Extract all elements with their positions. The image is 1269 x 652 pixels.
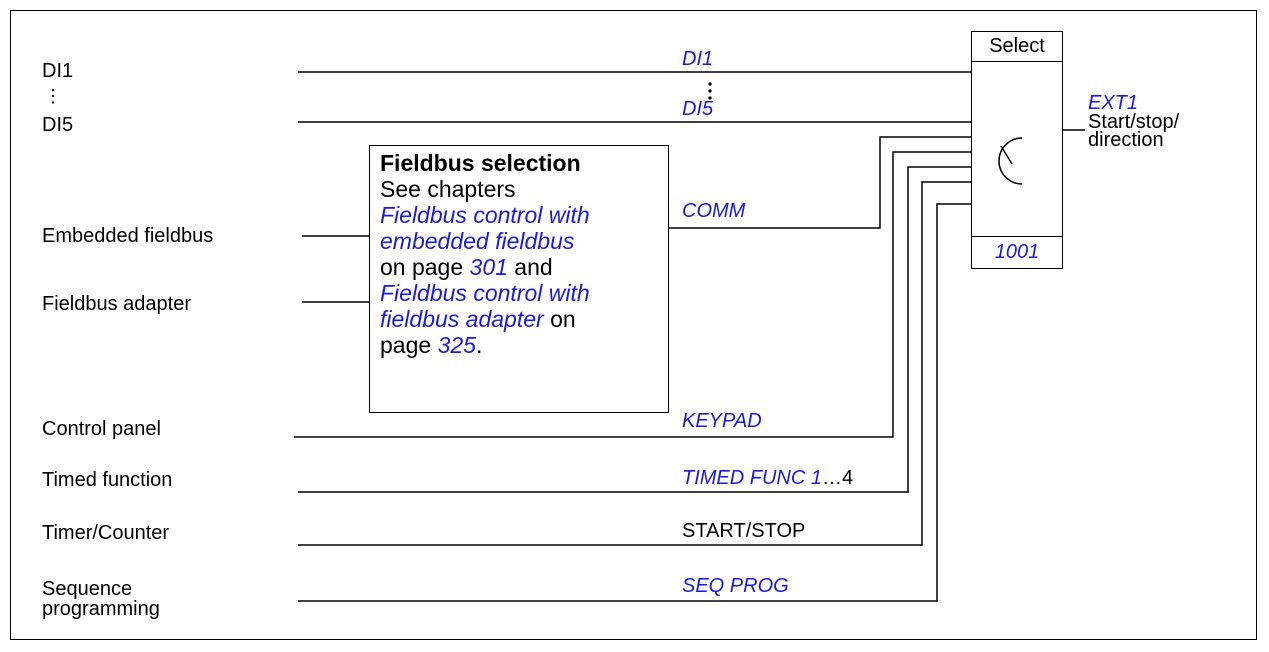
and-text: and	[507, 254, 553, 280]
link-adapter-line1[interactable]: Fieldbus control with	[380, 280, 590, 306]
signal-di5: DI5	[682, 98, 714, 120]
fieldbus-box-page2-line: page 325.	[380, 332, 658, 358]
on-text: on	[543, 306, 576, 332]
dot	[708, 82, 712, 86]
wire-start-stop	[298, 181, 971, 546]
source-sequence-line1: Sequence	[42, 578, 133, 600]
link-embedded-line1[interactable]: Fieldbus control with	[380, 202, 590, 228]
source-timed-function: Timed function	[42, 469, 173, 491]
source-di-ellipsis: ⋮	[44, 86, 62, 106]
period-text: .	[475, 332, 483, 358]
source-control-panel: Control panel	[42, 418, 161, 440]
selector-parameter[interactable]: 1001	[972, 236, 1062, 268]
link-adapter-line2[interactable]: fieldbus adapter	[380, 306, 544, 332]
signal-start-stop: START/STOP	[682, 520, 806, 542]
source-fieldbus-adapter: Fieldbus adapter	[42, 293, 191, 315]
source-embedded-fieldbus: Embedded fieldbus	[42, 225, 214, 247]
on-page-text: on page	[380, 254, 470, 280]
source-timer-counter: Timer/Counter	[42, 522, 170, 544]
selector-block: Select 1001	[971, 31, 1063, 269]
output-line1: Start/stop/	[1088, 111, 1180, 133]
selector-switch-icon	[998, 137, 1023, 185]
page-text: page	[380, 332, 438, 358]
signal-keypad: KEYPAD	[682, 410, 762, 432]
fieldbus-box-see: See chapters	[380, 176, 516, 202]
fieldbus-selection-box: Fieldbus selection See chapters Fieldbus…	[369, 145, 669, 413]
fieldbus-box-page1-line: on page 301 and	[380, 254, 658, 280]
source-sequence-line2: programming	[42, 598, 160, 620]
signal-comm: COMM	[682, 200, 746, 222]
fieldbus-box-adapter-line2: fieldbus adapter on	[380, 306, 658, 332]
wire-seq-prog	[298, 203, 971, 602]
signal-seq-prog: SEQ PROG	[682, 575, 789, 597]
source-di5: DI5	[42, 114, 74, 136]
dot	[708, 96, 712, 100]
page-325-link[interactable]: 325	[437, 332, 476, 358]
signal-di1: DI1	[682, 48, 714, 70]
signal-timed-func: TIMED FUNC 1…4	[682, 467, 853, 489]
wire-keypad	[294, 151, 971, 438]
wire-timed-func	[298, 166, 971, 493]
output-name: EXT1	[1088, 92, 1139, 114]
selector-title: Select	[972, 32, 1062, 62]
signal-timed-func-suffix: …4	[822, 467, 854, 489]
source-di1: DI1	[42, 60, 74, 82]
output-line2: direction	[1088, 129, 1164, 151]
signal-timed-func-name: TIMED FUNC 1	[682, 467, 822, 489]
dot	[708, 89, 712, 93]
fieldbus-box-title: Fieldbus selection	[380, 150, 581, 176]
wire-comm	[669, 136, 971, 229]
page-301-link[interactable]: 301	[469, 254, 508, 280]
diagram-frame	[10, 10, 1257, 640]
link-embedded-line2[interactable]: embedded fieldbus	[380, 228, 575, 254]
